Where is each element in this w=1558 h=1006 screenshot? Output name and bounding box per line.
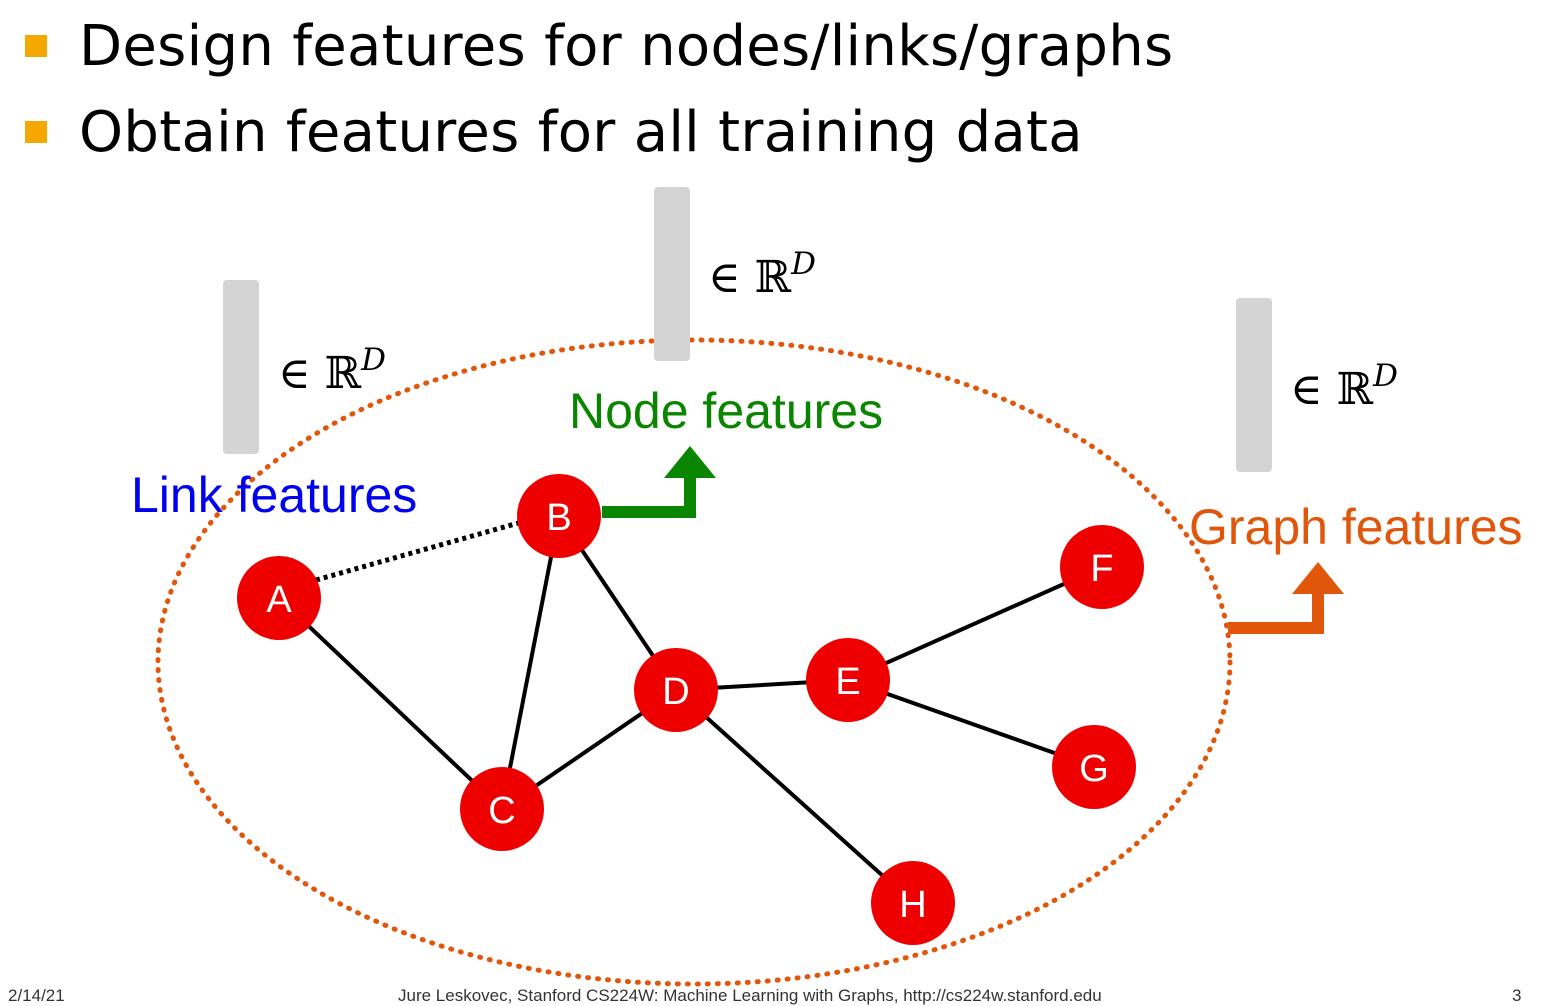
graph-node-C: C	[460, 767, 544, 851]
node-circle	[806, 638, 890, 722]
node-circle	[460, 767, 544, 851]
edge-A-C	[277, 596, 504, 811]
node-circle	[517, 474, 601, 558]
edge-D-H	[674, 688, 915, 905]
edge-B-C	[500, 515, 561, 810]
node-label: G	[1079, 748, 1109, 790]
graph-boundary-ellipse	[155, 337, 1233, 987]
node-label: F	[1090, 548, 1113, 590]
graph-feature-vector	[1236, 298, 1272, 472]
node-label: A	[266, 579, 292, 621]
bullet-item: Obtain features for all training data	[25, 92, 1083, 172]
graph-node-D: D	[634, 648, 718, 732]
link-features-label: Link features	[131, 467, 417, 523]
node-circle	[1052, 725, 1136, 809]
footer-date: 2/14/21	[8, 986, 65, 1005]
graph-node-F: F	[1060, 525, 1144, 609]
node-features-label: Node features	[569, 383, 883, 439]
node-feature-vector	[654, 187, 690, 361]
link-feature-vector	[223, 280, 259, 454]
bullet-square-icon	[25, 121, 47, 143]
node-label: D	[662, 671, 689, 713]
graph-node-B: B	[517, 474, 601, 558]
node-vector-space-label: ∈ ℝD	[708, 246, 816, 303]
edge-E-G	[847, 678, 1095, 769]
node-features-arrow-head	[664, 446, 716, 478]
node-features-arrow-shaft	[602, 476, 696, 518]
bullet-text: Design features for nodes/links/graphs	[79, 13, 1174, 79]
graph-features-label: Graph features	[1189, 499, 1523, 555]
dotted-edge-A-B	[315, 519, 523, 583]
graph-node-G: G	[1052, 725, 1136, 809]
node-circle	[237, 556, 321, 640]
bullet-item: Design features for nodes/links/graphs	[25, 6, 1174, 86]
edge-E-F	[847, 565, 1103, 682]
graph-vector-space-label: ∈ ℝD	[1290, 358, 1398, 415]
node-label: H	[899, 884, 926, 926]
footer-page-number: 3	[1512, 986, 1522, 1005]
link-vector-space-label: ∈ ℝD	[278, 342, 386, 399]
graph-features-arrow-head	[1292, 562, 1344, 594]
footer-citation: Jure Leskovec, Stanford CS224W: Machine …	[398, 986, 1102, 1005]
graph-node-E: E	[806, 638, 890, 722]
node-circle	[634, 648, 718, 732]
graph-node-A: A	[237, 556, 321, 640]
bullet-square-icon	[25, 35, 47, 57]
graph-node-H: H	[871, 861, 955, 945]
node-label: E	[835, 661, 860, 703]
node-circle	[871, 861, 955, 945]
node-label: C	[488, 790, 515, 832]
graph-features-arrow-shaft	[1228, 592, 1324, 634]
node-circle	[1060, 525, 1144, 609]
node-label: B	[546, 497, 571, 539]
bullet-text: Obtain features for all training data	[79, 99, 1083, 165]
